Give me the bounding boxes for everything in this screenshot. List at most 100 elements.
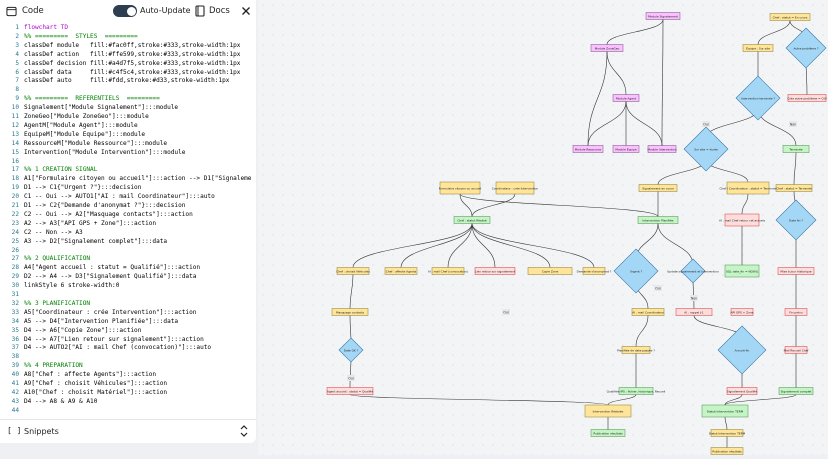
edge-label-bg [347, 375, 355, 381]
brackets-icon: [ ] [7, 426, 22, 435]
code-line[interactable]: 35 D4 --> A6["Copie Zone"]:::action [0, 327, 256, 336]
line-number: 35 [11, 326, 19, 334]
code-line[interactable]: 26 [0, 247, 256, 256]
node-label-module_equipe: Module Équipe [615, 146, 637, 151]
node-label-module_agent: Module Agent [616, 96, 637, 100]
code-toolbar: Code [0, 0, 256, 22]
line-number: 2 [15, 32, 19, 40]
line-number: 14 [11, 139, 19, 147]
code-line[interactable]: 31 [0, 291, 256, 300]
flow-edge [661, 19, 664, 146]
action-node-coordinateur_cree [495, 181, 535, 195]
code-line[interactable]: 44 [0, 407, 256, 416]
code-text: D2 --> A4 --> D3["Signalement Qualifié"]… [24, 273, 197, 281]
code-line[interactable]: 17%% 1 CRÉATION SIGNAL [0, 166, 256, 175]
edge-label-bg [690, 295, 698, 301]
edge-label-bg [502, 309, 510, 315]
line-number: 27 [11, 255, 19, 263]
code-text: D4 --> A6["Copie Zone"]:::action [24, 326, 142, 334]
auto-node-api_gps [730, 308, 754, 316]
node-label-coordinateur_cree: Coordinateur : crée Intervention [492, 186, 539, 190]
code-line[interactable]: 2%% ========= STYLES ========= [0, 33, 256, 42]
edge-label-non: Non [790, 123, 796, 127]
line-number: 13 [11, 130, 19, 138]
docs-link[interactable]: Docs [209, 6, 230, 16]
flow-edge [657, 223, 694, 266]
node-label-chef_statut_realise: Chef : statut Réalisé [457, 218, 486, 222]
chevron-up-down-icon[interactable] [239, 424, 249, 438]
code-text: C1 -- Oui --> AUTO1["AI : mail Coordinat… [24, 193, 215, 201]
line-number: 26 [11, 246, 19, 254]
code-text: classDef auto fill:#fdd,stroke:#d33,stro… [24, 77, 230, 85]
snippets-bar[interactable]: [ ] Snippets [0, 419, 256, 443]
line-number: 16 [11, 157, 19, 165]
code-line[interactable]: 32%% 3 PLANIFICATION [0, 300, 256, 309]
node-label-equipe_sur_site: Équipe : Sur site [746, 45, 770, 50]
code-line[interactable]: 38 [0, 353, 256, 362]
code-line[interactable]: 8 [0, 86, 256, 95]
line-number: 11 [11, 113, 19, 120]
node-label-agent_accueil: Agent accueil : statut = Qualifié [327, 389, 374, 393]
code-text: AgentM["Module Agent"]:::module [24, 121, 138, 129]
code-text: A8["Chef : affecte Agents"]:::action [24, 371, 157, 379]
line-number: 44 [11, 406, 19, 414]
node-label-demande_anonymat: Demande d'anonymat ? [577, 269, 612, 273]
line-number: 42 [11, 388, 19, 396]
line-number: 28 [11, 264, 19, 272]
flow-edge [352, 223, 473, 268]
flow-edge [471, 223, 595, 268]
flow-edge [471, 193, 516, 217]
diagram-canvas[interactable]: OuiNonOuiNonOuiNonOuiModule SignalementM… [258, 0, 828, 455]
module-node-module_intervention [647, 145, 677, 153]
line-number: 10 [11, 104, 19, 112]
node-label-planifiee_de_date: Planifiée de date passée ? [617, 348, 655, 352]
flow-edge [459, 193, 473, 217]
flow-edge [459, 193, 659, 217]
decision-node-intervention_terminee [735, 75, 781, 121]
code-line[interactable]: 27%% 2 QUALIFICATION [0, 255, 256, 264]
book-icon[interactable] [195, 5, 205, 17]
code-text: %% ========= RÉFÉRENTIELS ========= [24, 95, 160, 103]
code-text: %% 3 PLANIFICATION [24, 299, 91, 307]
code-line[interactable]: 39%% 4 PRÉPARATION [0, 362, 256, 371]
auto-update-toggle[interactable] [113, 5, 137, 17]
node-label-signalement_qualifie: Signalement Qualifié [727, 389, 757, 393]
code-line[interactable]: 9%% ========= RÉFÉRENTIELS ========= [0, 95, 256, 104]
close-icon[interactable] [241, 5, 251, 17]
line-number: 22 [11, 210, 19, 218]
code-line[interactable]: 16 [0, 158, 256, 167]
data-node-qualifiee [618, 387, 654, 395]
